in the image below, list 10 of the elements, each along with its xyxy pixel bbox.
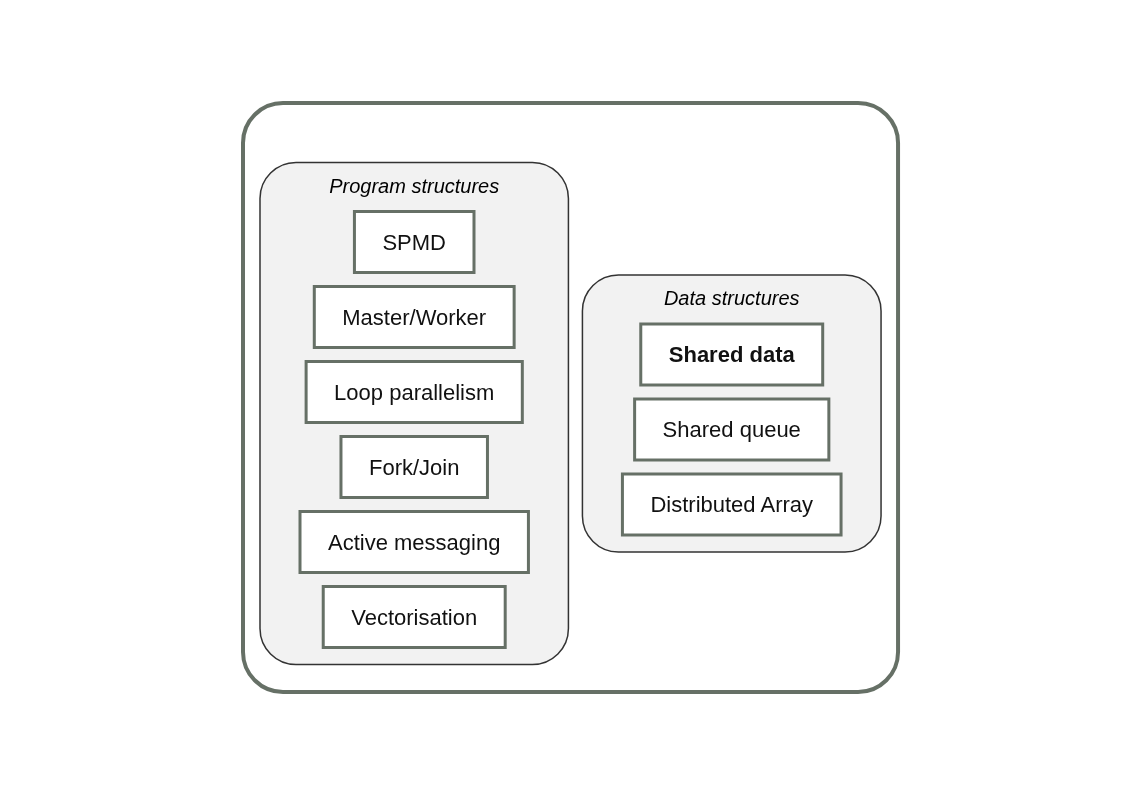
node-box: Loop parallelism xyxy=(305,359,525,424)
node-box: Master/Worker xyxy=(313,284,517,349)
node-box: Active messaging xyxy=(298,509,531,574)
node-box: Shared data xyxy=(639,322,825,386)
node-box: Distributed Array xyxy=(621,472,843,536)
node-box: Fork/Join xyxy=(339,434,490,499)
node-box: Vectorisation xyxy=(322,584,508,649)
cluster xyxy=(241,100,901,694)
node-box: Shared queue xyxy=(633,397,831,461)
node-box: SPMD xyxy=(353,209,476,274)
